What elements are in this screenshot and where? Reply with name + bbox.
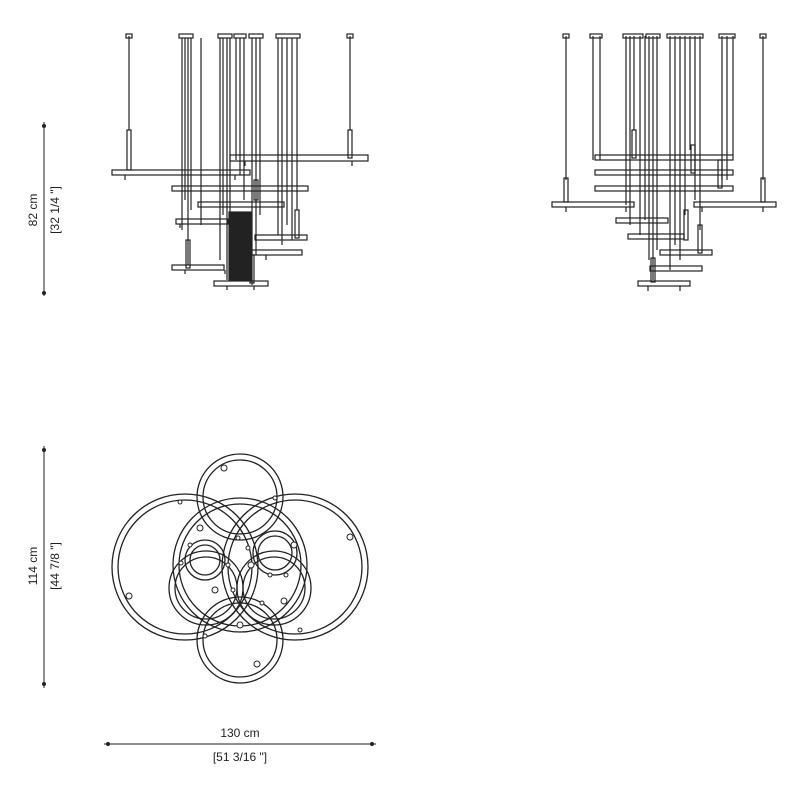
front-elevation-view [111, 33, 369, 290]
ring-edges-side [551, 154, 777, 291]
plan-view [111, 453, 369, 684]
height-metric-label: 82 cm [26, 194, 40, 227]
driver-housings-side [563, 129, 766, 283]
width-metric-label: 130 cm [220, 726, 259, 740]
height-dimension: 82 cm [32 1/4 "] [26, 122, 62, 296]
driver-housings [126, 129, 353, 284]
suspension-rods-side [562, 33, 767, 280]
depth-dimension: 114 cm [44 7/8 "] [26, 446, 62, 688]
depth-metric-label: 114 cm [26, 547, 40, 585]
height-imperial-label: [32 1/4 "] [48, 186, 62, 234]
width-dimension: 130 cm [51 3/16 "] [104, 726, 376, 764]
side-elevation-view [551, 33, 777, 291]
mounting-points [125, 464, 354, 668]
ring-edges [111, 154, 369, 290]
rings-plan [111, 453, 369, 684]
depth-imperial-label: [44 7/8 "] [48, 542, 62, 590]
width-imperial-label: [51 3/16 "] [213, 750, 267, 764]
